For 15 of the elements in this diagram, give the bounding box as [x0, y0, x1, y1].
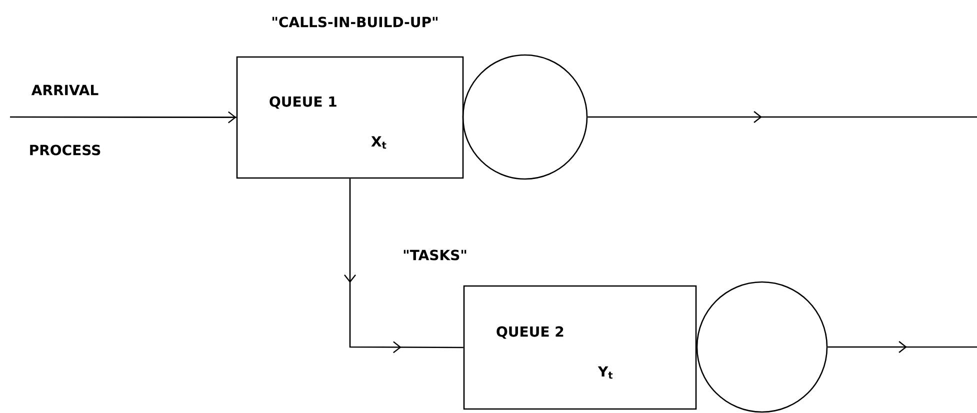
- arrow: [828, 341, 908, 353]
- queue-caption: "TASKS": [404, 250, 466, 260]
- process-label: PROCESS: [30, 144, 100, 156]
- queue-caption: "CALLS-IN-BUILD-UP": [272, 16, 438, 28]
- server-circle: [696, 281, 828, 413]
- box-title: QUEUE 1: [270, 96, 336, 109]
- arrow: [588, 111, 762, 123]
- box-title: QUEUE 2: [496, 326, 564, 339]
- queue-box: [236, 56, 464, 179]
- queue-variable: Y$_{t}$: [598, 366, 613, 379]
- server-circle: [462, 54, 588, 180]
- queue-box: [463, 285, 697, 410]
- arrow: [10, 111, 236, 124]
- queue-variable: X$_{t}$: [371, 136, 386, 149]
- process-label: ARRIVAL: [31, 84, 98, 96]
